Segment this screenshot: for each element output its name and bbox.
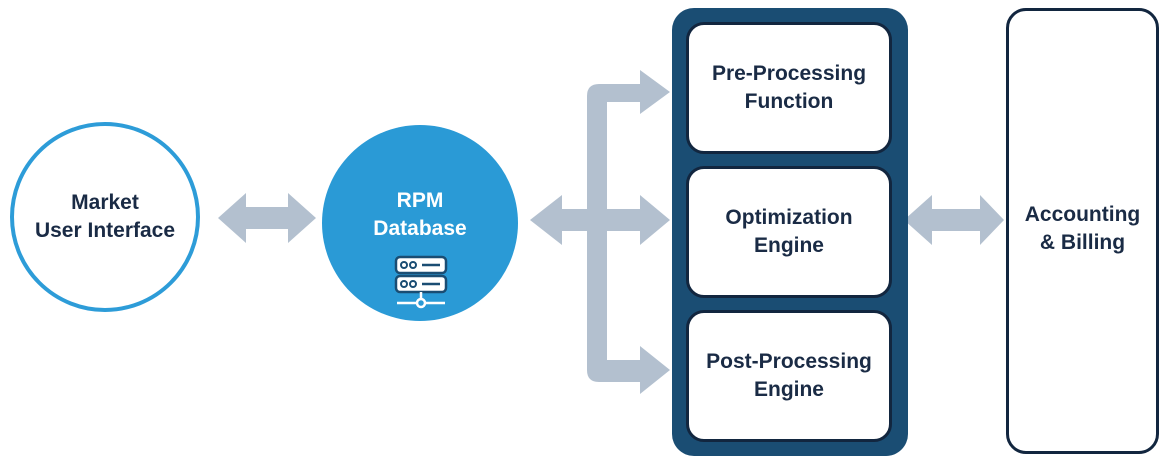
- pre-processing-label-line1: Pre-Processing: [711, 62, 867, 85]
- market-user-interface-node: Market User Interface: [10, 122, 200, 312]
- rpm-database-node: RPM Database: [322, 125, 518, 321]
- arrowhead-to-rpm: [530, 195, 562, 245]
- engine-panel: Pre-Processing Function Optimization Eng…: [672, 8, 908, 456]
- post-processing-label-line2: Engine: [753, 378, 824, 401]
- optimization-label-line2: Engine: [753, 234, 824, 257]
- optimization-label-line1: Optimization: [725, 206, 853, 229]
- rpm-label-line1: RPM: [396, 189, 444, 212]
- pre-processing-label-line2: Function: [744, 90, 834, 113]
- post-processing-label-line1: Post-Processing: [706, 350, 872, 373]
- rpm-label-line2: Database: [373, 217, 467, 240]
- tree-connector: [561, 70, 670, 394]
- server-network-icon: [394, 255, 448, 309]
- accounting-label-line2: & Billing: [1039, 231, 1126, 254]
- market-ui-label-line2: User Interface: [34, 219, 176, 242]
- market-ui-label-line1: Market: [71, 191, 139, 214]
- accounting-billing-node: Accounting & Billing: [1006, 8, 1159, 454]
- accounting-label-line1: Accounting: [1024, 203, 1141, 226]
- double-arrow-engine-accounting: [904, 195, 1004, 245]
- optimization-engine-node: Optimization Engine: [686, 166, 892, 298]
- double-arrow-market-rpm: [218, 193, 316, 243]
- post-processing-engine-node: Post-Processing Engine: [686, 310, 892, 442]
- pre-processing-function-node: Pre-Processing Function: [686, 22, 892, 154]
